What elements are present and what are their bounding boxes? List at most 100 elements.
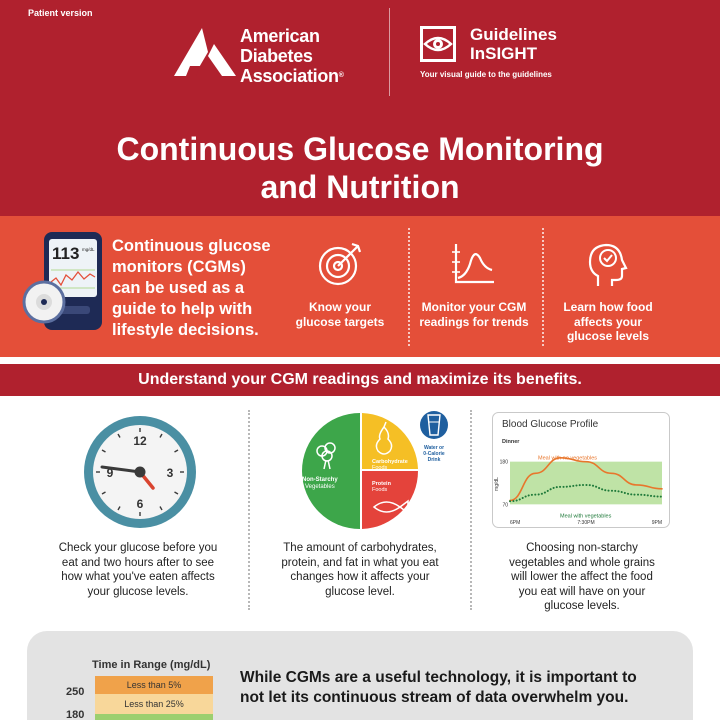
- section-heading-bar: Understand your CGM readings and maximiz…: [0, 364, 720, 396]
- ada-wordmark: American Diabetes Association®: [240, 26, 344, 86]
- header-divider: [389, 8, 390, 96]
- time-in-range-title: Time in Range (mg/dL): [92, 659, 211, 671]
- feature-line: Monitor your CGM: [421, 300, 527, 314]
- plate-label-carb: Foods: [372, 465, 388, 471]
- eye-icon: [420, 26, 456, 62]
- clock-number: 9: [107, 466, 114, 480]
- title-line-1: Continuous Glucose Monitoring: [116, 131, 604, 167]
- plate-label-protein: Foods: [372, 487, 388, 493]
- y-tick-label: 70: [502, 502, 508, 508]
- plate-label-carb: Carbohydrate: [372, 459, 408, 465]
- title-line-2: and Nutrition: [260, 169, 460, 205]
- warning-line: While CGMs are a useful technology, it i…: [240, 669, 637, 686]
- blood-glucose-chart: Blood Glucose Profile Dinner 70180mg/dL6…: [492, 412, 670, 528]
- chart-caption: Choosing non-starchy vegetables and whol…: [482, 541, 682, 614]
- plate-label-water: 0-Calorie: [423, 451, 445, 457]
- caption-line: how what you've eaten affects: [61, 571, 215, 583]
- tir-row-high: Less than 5%: [95, 676, 213, 694]
- registered-mark: ®: [338, 72, 344, 79]
- intro-line: lifestyle decisions.: [112, 321, 259, 339]
- page-title: Continuous Glucose Monitoring and Nutrit…: [0, 130, 720, 206]
- ada-line-2: Diabetes: [240, 46, 313, 66]
- series-label: Meal with vegetables: [560, 513, 612, 519]
- patient-version-label: Patient version: [28, 8, 93, 18]
- chart-title: Blood Glucose Profile: [502, 419, 599, 430]
- cgm-intro-band: [0, 216, 720, 357]
- gi-line-1: Guidelines: [470, 25, 557, 44]
- feature-line: readings for trends: [419, 314, 529, 329]
- plate-label-protein: Protein: [372, 481, 392, 487]
- header-banner: Patient version American Diabetes Associ…: [0, 0, 720, 216]
- tir-threshold: 180: [66, 709, 85, 720]
- band-separator: [542, 228, 544, 346]
- target-range-band: [510, 461, 662, 505]
- target-icon: [318, 242, 362, 286]
- caption-line: Choosing non-starchy: [526, 542, 638, 554]
- tir-threshold: 250: [66, 686, 85, 698]
- intro-line: monitors (CGMs): [112, 258, 246, 276]
- caption-line: changes how it affects your: [290, 571, 430, 583]
- gi-subtitle: Your visual guide to the guidelines: [420, 70, 552, 79]
- meter-unit: mg/dL: [82, 247, 95, 252]
- feature-line: glucose levels: [566, 329, 650, 343]
- x-tick-label: 6PM: [510, 520, 520, 526]
- plate-caption: The amount of carbohydrates, protein, an…: [260, 541, 460, 599]
- tir-row-elevated: Less than 25%: [95, 694, 213, 714]
- x-tick-label: 7:30PM: [577, 520, 594, 526]
- feature-line: Know your: [309, 300, 371, 314]
- clock-caption: Check your glucose before you eat and tw…: [38, 541, 238, 599]
- feature-line: affects your: [573, 314, 643, 329]
- feature-know-targets: Know your glucose targets: [276, 240, 404, 329]
- series-line-vegetables: [509, 483, 663, 503]
- intro-line: can be used as a: [112, 279, 245, 297]
- column-separator: [248, 410, 250, 610]
- series-line-no-vegetables: [509, 456, 663, 502]
- caption-line: eat and two hours after to see: [61, 556, 215, 569]
- ada-line-3: Association: [240, 66, 339, 86]
- water-glass-icon: [427, 414, 441, 436]
- chart-subtitle: Dinner: [502, 439, 520, 445]
- caption-line: vegetables and whole grains: [509, 556, 655, 569]
- clock-number: 12: [133, 434, 147, 448]
- caption-line: The amount of carbohydrates,: [283, 542, 437, 554]
- feature-label: Monitor your CGM readings for trends: [410, 300, 538, 329]
- plate-label-veg: Non-Starchy: [302, 477, 338, 483]
- plate-label-water: Drink: [428, 457, 441, 463]
- series-label: Meal with no vegetables: [538, 455, 597, 461]
- clock-number: 3: [167, 466, 174, 480]
- cgm-device-icon: 113 mg/dL: [22, 232, 102, 330]
- meter-reading: 113: [52, 244, 79, 263]
- head-check-icon: [588, 243, 628, 286]
- pear-icon: [375, 421, 393, 455]
- feature-line: Learn how food: [563, 300, 653, 314]
- column-separator: [470, 410, 472, 610]
- feature-label: Know your glucose targets: [276, 300, 404, 329]
- tir-row-in-range: [95, 714, 213, 720]
- caption-line: protein, and fat in what you eat: [281, 556, 439, 569]
- caption-line: Check your glucose before you: [58, 542, 218, 554]
- intro-line: guide to help with: [112, 300, 253, 318]
- band-separator: [408, 228, 410, 346]
- broccoli-icon: [316, 442, 336, 470]
- warning-line: not let its continuous stream of data ov…: [240, 689, 629, 706]
- feature-monitor-trends: Monitor your CGM readings for trends: [410, 240, 538, 329]
- intro-line: Continuous glucose: [112, 237, 271, 255]
- caption-line: your glucose levels.: [87, 585, 189, 598]
- caption-line: glucose levels.: [544, 600, 620, 612]
- ada-logo-icon: [174, 28, 236, 76]
- cgm-warning-text: While CGMs are a useful technology, it i…: [240, 668, 680, 708]
- feature-learn-food: Learn how food affects your glucose leve…: [544, 240, 672, 344]
- x-tick-label: 9PM: [652, 520, 662, 526]
- plate-method-diagram: Non-Starchy Vegetables Carbohydrate Food…: [302, 411, 448, 529]
- ada-line-1: American: [240, 26, 320, 46]
- clock-number: 6: [137, 497, 144, 511]
- caption-line: you eat will have on your: [518, 585, 646, 598]
- fish-icon: [372, 499, 409, 515]
- clock-icon: 12 3 6 9: [84, 416, 196, 528]
- feature-label: Learn how food affects your glucose leve…: [544, 300, 672, 344]
- trend-chart-icon: [452, 244, 494, 284]
- caption-line: will lower the affect the food: [511, 571, 653, 583]
- y-axis-label: mg/dL: [494, 477, 500, 491]
- plate-label-veg: Vegetables: [305, 484, 335, 490]
- cgm-intro-text: Continuous glucose monitors (CGMs) can b…: [112, 236, 292, 341]
